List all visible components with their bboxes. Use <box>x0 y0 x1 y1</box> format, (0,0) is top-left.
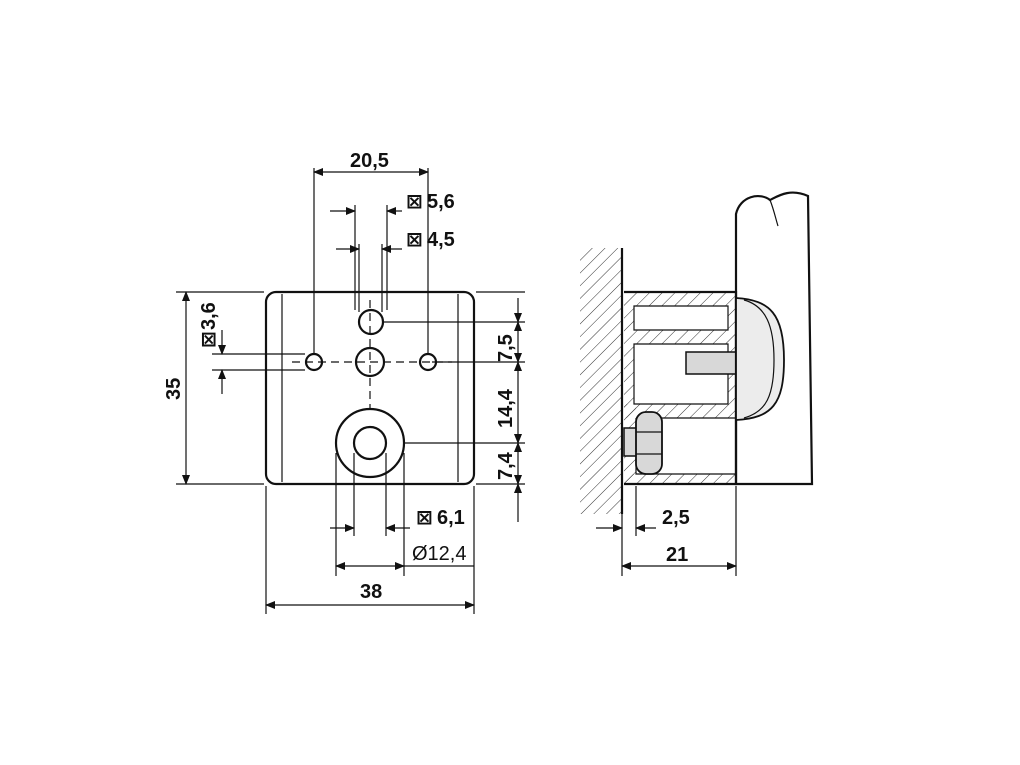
top-hole <box>357 308 385 336</box>
dim-width-holes: 20,5 <box>350 150 389 172</box>
square-symbol-top: ⊠ <box>406 191 423 213</box>
dim-right-middle: 14,4 <box>495 388 517 428</box>
bottom-boss-inner <box>352 425 388 461</box>
dim-width-total: 38 <box>360 581 382 603</box>
dim-depth: 21 <box>666 544 688 566</box>
dim-square-top: 5,6 <box>427 191 455 213</box>
tube-post <box>734 191 814 486</box>
wall-section <box>580 248 622 514</box>
lower-screw-head <box>635 411 663 475</box>
dim-square-left: 3,6 <box>198 302 220 330</box>
side-view: 2,5 21 <box>580 191 814 576</box>
square-symbol-left: ⊠ <box>198 331 220 348</box>
dim-wall-offset: 2,5 <box>662 507 690 529</box>
dim-right-lower: 7,4 <box>495 451 517 480</box>
dim-square-mid: 4,5 <box>427 229 455 251</box>
bracket-body <box>264 290 476 486</box>
front-view: 20,5 ⊠ 5,6 ⊠ 4,5 35 ⊠ 3,6 7,5 14,4 7,4 ⊠… <box>163 150 525 614</box>
dim-diameter: Ø12,4 <box>412 543 466 565</box>
dim-right-upper: 7,5 <box>495 334 517 362</box>
bottom-boss-outer <box>334 407 406 479</box>
square-symbol-mid: ⊠ <box>406 229 423 251</box>
dim-height: 35 <box>163 378 185 400</box>
bracket-cap <box>735 297 785 421</box>
dim-square-bottom: 6,1 <box>437 507 465 529</box>
square-symbol-bottom: ⊠ <box>416 507 433 529</box>
